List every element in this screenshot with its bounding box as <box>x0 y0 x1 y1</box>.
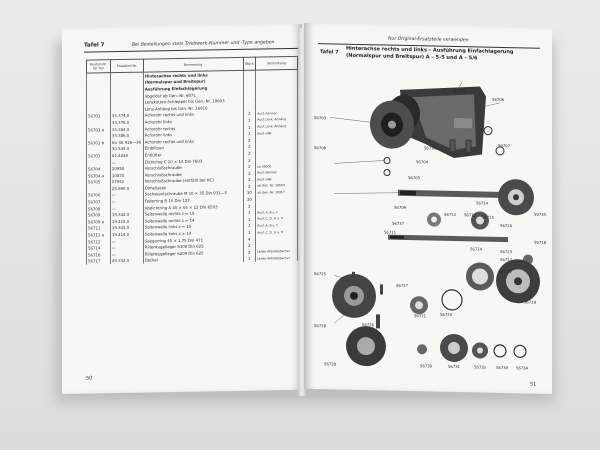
leader-lines <box>329 82 501 324</box>
part-callout-label: 56723 <box>500 248 513 255</box>
part-callout-label: 56736 <box>424 145 437 151</box>
part-callout-label: 56732 <box>474 364 487 370</box>
part-callout-label: 56708 <box>314 145 327 151</box>
part-callout-label: 56720 <box>440 311 453 317</box>
part-callout-label: 56728 <box>314 323 327 329</box>
part-callout-label: 56715 <box>482 214 495 220</box>
left-page-number: 50 <box>86 375 93 382</box>
part-callout-label: 56703 <box>314 115 327 121</box>
part-callout-label: 56707 <box>498 142 511 149</box>
part-callout-label: 56733 <box>496 364 509 371</box>
table-cell-nr: 56717 <box>86 257 111 265</box>
left-header-note: Bei Bestellungen stets Triebwerk-Nummer … <box>132 40 275 48</box>
part-callout-label: 56731 <box>448 363 461 370</box>
table-cell-ersatz: 49.332.0 <box>110 257 144 265</box>
parts-table-body: Hinterachse rechts und links(Normalspur … <box>86 69 298 265</box>
part-callout-label: 56714 <box>476 200 489 206</box>
part-callout-label: 56701 <box>454 87 467 94</box>
small-parts-top <box>383 126 505 177</box>
part-callout-label: 56726 <box>362 322 375 328</box>
bottom-parts-row <box>417 333 527 362</box>
part-callout-label: 56704 <box>416 159 429 165</box>
parts-table: Bestell-Nr. für Teil Ersatzteil Nr. Bene… <box>86 56 298 265</box>
col-header-bemerkung: Bemerkung <box>255 56 298 71</box>
side-shafts-drawing <box>388 189 508 243</box>
part-callout-label: 56727 <box>396 282 409 288</box>
right-page: Nur Original-Ersatzteile verwenden Tafel… <box>304 22 552 394</box>
table-cell-qty: 1 <box>243 255 256 263</box>
left-page: Tafel 7 Bei Bestellungen stets Triebwerk… <box>62 23 302 394</box>
part-callout-label: 56735 <box>534 211 547 217</box>
bearings-mid <box>410 179 540 315</box>
book-spine <box>298 28 306 396</box>
part-callout-label: 56716 <box>500 222 513 229</box>
part-callout-label: 56722 <box>500 268 513 275</box>
part-callout-label: 56718 <box>534 239 547 245</box>
right-page-number: 51 <box>530 381 537 388</box>
part-callout-label: 56719 <box>524 299 537 305</box>
table-cell-note: Lenke Abtriebsbecher <box>255 254 298 262</box>
table-cell-name: Deckel <box>143 255 243 264</box>
exploded-view-drawing <box>329 82 540 367</box>
col-header-ersatzteil-nr: Ersatzteil Nr. <box>110 59 144 73</box>
part-callout-label: 56706 <box>492 96 505 102</box>
part-callout-label: 56717 <box>500 256 513 263</box>
open-book: Tafel 7 Bei Bestellungen stets Triebwerk… <box>52 22 552 396</box>
part-callout-label: 56737 <box>392 220 405 226</box>
part-callout-label: 56712 <box>444 211 457 217</box>
left-header-rule <box>84 47 298 53</box>
col-header-bestell-nr: Bestell-Nr. für Teil <box>86 59 111 74</box>
part-callout-label: 56729 <box>324 361 337 367</box>
part-callout-label: 56711 <box>384 229 397 235</box>
part-callout-label: 56709 <box>394 204 407 210</box>
part-callout-label: 56734 <box>516 365 529 371</box>
part-callout-label: 56725 <box>314 271 327 277</box>
left-tafel-label: Tafel 7 <box>84 42 105 49</box>
part-callout-label: 56721 <box>414 313 427 319</box>
wheel-hubs-drawing <box>332 271 386 367</box>
axle-housing-drawing <box>370 86 486 158</box>
part-callout-label: 56724 <box>470 246 483 252</box>
col-header-stueck: Stück <box>243 57 256 71</box>
part-callout-label: 56730 <box>420 363 433 369</box>
part-callout-label: 56713 <box>464 212 477 218</box>
part-callout-label: 56705 <box>408 174 421 181</box>
